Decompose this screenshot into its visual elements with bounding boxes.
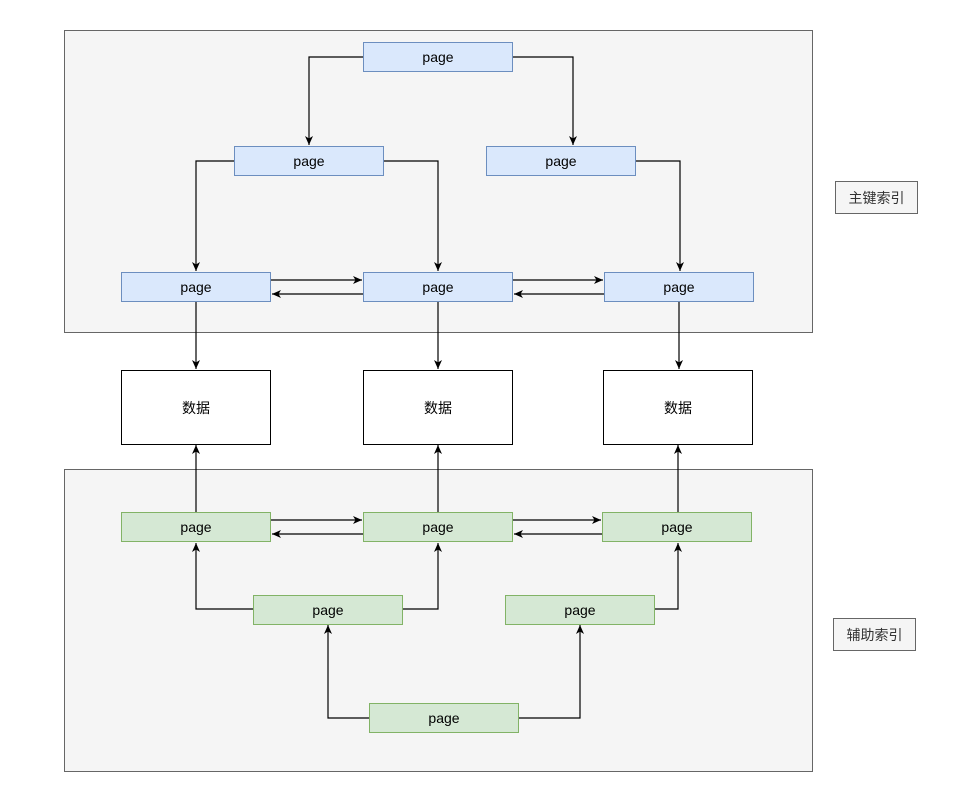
primary-leaf-page-2: page xyxy=(363,272,513,302)
edge-l2left-to-leaf2 xyxy=(384,160,442,271)
edge-s-l2right-to-leaf3 xyxy=(655,543,682,610)
secondary-root-page: page xyxy=(369,703,519,733)
primary-index-label: 主键索引 xyxy=(835,181,918,214)
primary-l2-page-right: page xyxy=(486,146,636,176)
data-box-1: 数据 xyxy=(121,370,271,445)
edge-root-to-left xyxy=(305,56,363,145)
edge-s-root-to-l2left xyxy=(324,625,369,719)
secondary-index-label: 辅助索引 xyxy=(833,618,916,651)
edge-l2right-to-leaf3 xyxy=(636,160,684,271)
secondary-l2-page-right: page xyxy=(505,595,655,625)
secondary-leaf-page-3: page xyxy=(602,512,752,542)
edge-s-root-to-l2right xyxy=(518,625,584,719)
primary-l2-page-left: page xyxy=(234,146,384,176)
data-box-2: 数据 xyxy=(363,370,513,445)
primary-root-page: page xyxy=(363,42,513,72)
secondary-l2-page-left: page xyxy=(253,595,403,625)
primary-leaf-page-1: page xyxy=(121,272,271,302)
edge-l2left-to-leaf1 xyxy=(192,160,234,271)
secondary-leaf-page-2: page xyxy=(363,512,513,542)
edge-s-l2left-to-leaf2 xyxy=(403,543,442,610)
edge-s-l2left-to-leaf1 xyxy=(192,543,253,610)
secondary-leaf-page-1: page xyxy=(121,512,271,542)
data-box-3: 数据 xyxy=(603,370,753,445)
primary-leaf-page-3: page xyxy=(604,272,754,302)
edge-root-to-right xyxy=(513,56,577,145)
